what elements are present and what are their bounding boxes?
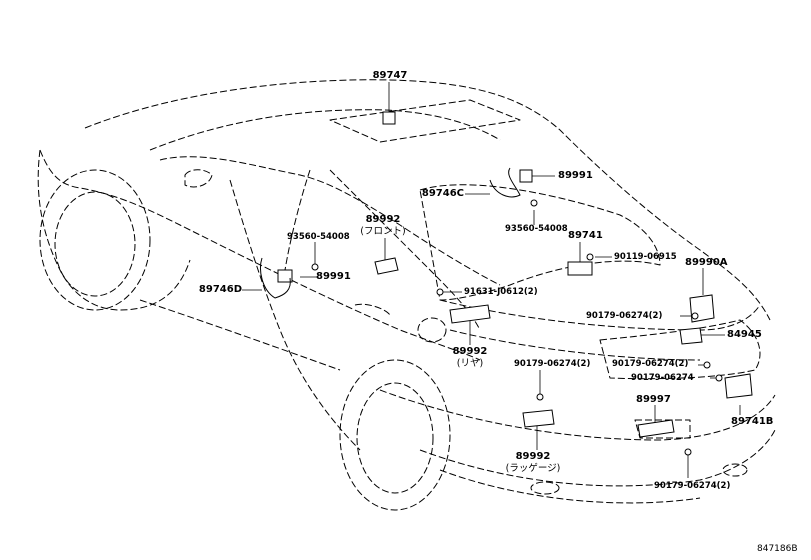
side-mirror xyxy=(184,169,213,188)
body-side xyxy=(39,149,481,361)
windshield xyxy=(149,109,501,151)
label-93560-roof: 93560-54008 xyxy=(505,224,568,234)
front-fender xyxy=(37,149,191,311)
label-93560-left: 93560-54008 xyxy=(287,232,350,242)
door-handle xyxy=(354,303,391,316)
bolt-90179-c-icon xyxy=(703,361,711,369)
exhaust-right xyxy=(722,463,748,477)
part-89746c-harness-icon xyxy=(489,167,521,198)
side-window-line xyxy=(159,156,501,286)
label-89992-front: 89992 xyxy=(365,214,401,225)
label-89991-left: 89991 xyxy=(316,271,351,282)
bolt-93560-roof-icon xyxy=(530,199,538,207)
label-89992-luggage-sub: (ラッゲージ) xyxy=(505,463,561,474)
rear-bumper xyxy=(379,389,776,441)
roof-outline xyxy=(84,79,771,321)
label-89990a: 89990A xyxy=(685,257,728,268)
part-89992-luggage-icon xyxy=(522,409,555,428)
b-pillar xyxy=(284,169,311,271)
clip-91631-icon xyxy=(436,288,444,296)
bolt-90179-d-icon xyxy=(715,374,723,382)
tail-lamp xyxy=(599,319,761,380)
part-89741-ecu-icon xyxy=(567,261,593,276)
label-91631: 91631-J0612(2) xyxy=(464,287,538,297)
label-89746c: 89746C xyxy=(421,188,464,199)
bumper-lower xyxy=(419,429,776,487)
trunk-lid xyxy=(439,299,761,331)
bolt-90179-b-icon xyxy=(536,393,544,401)
bolt-90119-icon xyxy=(586,253,594,261)
rear-window xyxy=(419,184,661,301)
label-90119: 90119-06915 xyxy=(614,252,677,262)
part-89992-rear-icon xyxy=(449,304,491,324)
label-89991-roof: 89991 xyxy=(558,170,593,181)
part-89997-icon xyxy=(637,419,675,438)
rear-wheel-outer xyxy=(339,359,451,511)
bolt-93560-left-icon xyxy=(311,263,319,271)
label-89747: 89747 xyxy=(372,70,408,81)
label-89992-luggage: 89992 xyxy=(515,451,551,462)
part-89746d-harness-icon xyxy=(260,257,291,299)
rocker xyxy=(139,299,341,371)
front-wheel-inner xyxy=(54,191,136,297)
trunk-edge xyxy=(449,329,701,361)
bolt-90179-e-icon xyxy=(684,448,692,456)
label-89741: 89741 xyxy=(568,230,603,241)
part-89991-roof-icon xyxy=(519,169,533,183)
part-89992-front-icon xyxy=(374,257,399,275)
fuel-lid xyxy=(417,317,447,343)
part-89991-left-icon xyxy=(277,269,293,283)
label-89992-rear: 89992 xyxy=(452,346,488,357)
figure-id: 847186B xyxy=(757,544,798,554)
label-89992-front-sub: (フロント) xyxy=(360,226,406,237)
part-89747-icon xyxy=(382,111,396,125)
exhaust-left xyxy=(530,481,560,495)
bolt-90179-a-icon xyxy=(691,312,699,320)
label-89992-rear-sub: (リヤ) xyxy=(456,358,484,369)
bumper-bottom xyxy=(439,469,701,504)
label-84945: 84945 xyxy=(727,329,762,340)
label-90179-d: 90179-06274 xyxy=(631,373,694,383)
label-89997: 89997 xyxy=(636,394,671,405)
sunroof xyxy=(329,99,521,143)
label-90179-c: 90179-06274(2) xyxy=(612,359,689,369)
part-89741b-icon xyxy=(724,373,753,399)
label-89746d: 89746D xyxy=(198,284,242,295)
label-90179-a: 90179-06274(2) xyxy=(586,311,663,321)
front-wheel-outer xyxy=(39,169,151,311)
part-84945-switch-icon xyxy=(679,327,703,345)
label-90179-e: 90179-06274(2) xyxy=(654,481,731,491)
label-89741b: 89741B xyxy=(731,416,774,427)
rear-wheel-inner xyxy=(356,382,434,494)
door-line xyxy=(229,179,361,451)
label-90179-b: 90179-06274(2) xyxy=(514,359,591,369)
